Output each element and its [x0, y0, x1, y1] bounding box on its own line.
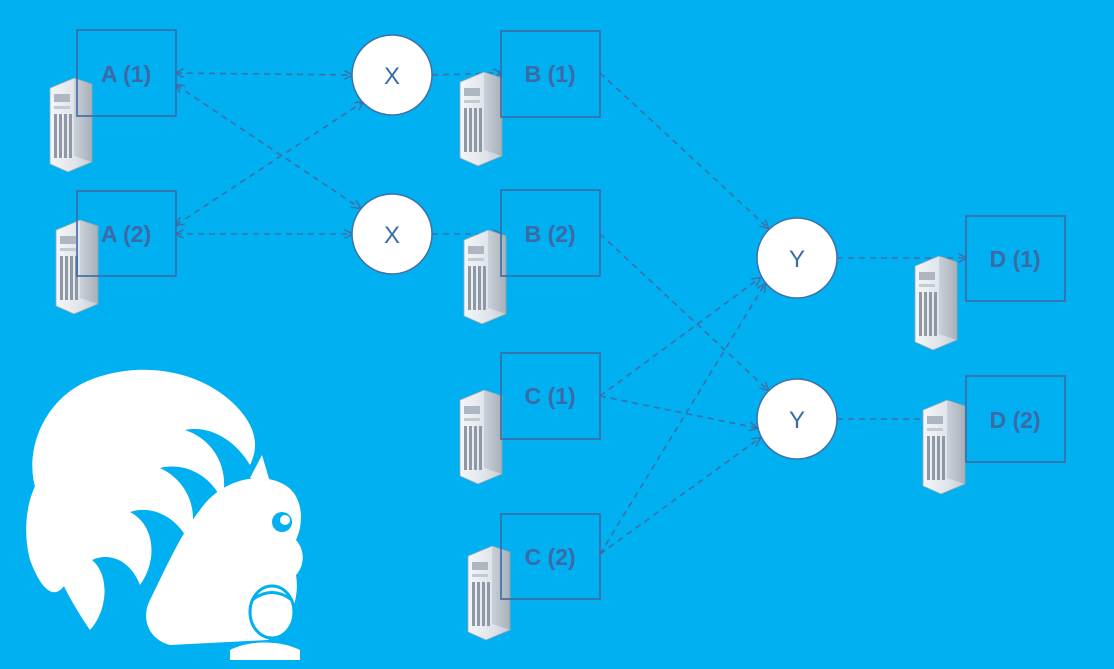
node-b2: B (2): [463, 189, 601, 325]
node-c1: C (1): [459, 352, 601, 485]
node-frame: [500, 352, 601, 440]
squirrel-logo: [26, 369, 303, 660]
edge-a2-x1: [176, 102, 363, 225]
node-frame: [76, 190, 177, 277]
operator-circle: [756, 378, 838, 460]
edge-c1-y1: [599, 278, 760, 397]
server-tower-icon: [922, 399, 966, 495]
server-tower-icon: [459, 389, 503, 485]
node-frame: [500, 189, 601, 277]
operator-x2: X: [351, 193, 433, 275]
operator-label: X: [384, 63, 400, 90]
node-frame: [965, 215, 1066, 302]
node-frame: [500, 513, 601, 600]
server-tower-icon: [463, 229, 507, 325]
operator-x1: X: [351, 34, 433, 116]
node-label: C (2): [524, 544, 575, 570]
node-c2: C (2): [467, 513, 601, 641]
node-frame: [76, 29, 177, 117]
operator-circle: [351, 34, 433, 116]
server-tower-icon: [49, 77, 93, 173]
node-label: B (2): [524, 221, 575, 247]
edge-a1-x2: [176, 85, 360, 208]
node-a2: A (2): [55, 190, 177, 315]
node-d2: D (2): [922, 375, 1066, 495]
node-label: D (2): [989, 407, 1040, 433]
node-label: D (1): [989, 246, 1040, 272]
operator-y1: Y: [756, 217, 838, 299]
operator-circle: [351, 193, 433, 275]
operator-label: Y: [789, 246, 805, 273]
edge-b1-y1: [599, 72, 768, 228]
edge-b2-y2: [599, 233, 768, 390]
node-label: C (1): [524, 383, 575, 409]
node-a1: A (1): [49, 29, 177, 173]
operator-y2: Y: [756, 378, 838, 460]
edge-x1-b1: [431, 73, 501, 75]
server-tower-icon: [914, 255, 958, 351]
server-tower-icon: [459, 71, 503, 167]
node-frame: [965, 375, 1066, 463]
edge-a1-x1: [176, 73, 352, 75]
node-d1: D (1): [914, 215, 1066, 351]
node-label: A (1): [101, 61, 151, 87]
operator-circle: [756, 217, 838, 299]
node-b1: B (1): [459, 30, 601, 167]
edge-c2-y1: [599, 284, 765, 555]
edge-c2-y2: [599, 438, 760, 555]
node-label: B (1): [524, 61, 575, 87]
operator-label: Y: [789, 407, 805, 434]
operator-label: X: [384, 222, 400, 249]
server-tower-icon: [467, 545, 511, 641]
edge-c1-y2: [599, 395, 757, 428]
node-label: A (2): [101, 221, 151, 247]
node-frame: [500, 30, 601, 118]
edge-layer: [176, 72, 966, 555]
